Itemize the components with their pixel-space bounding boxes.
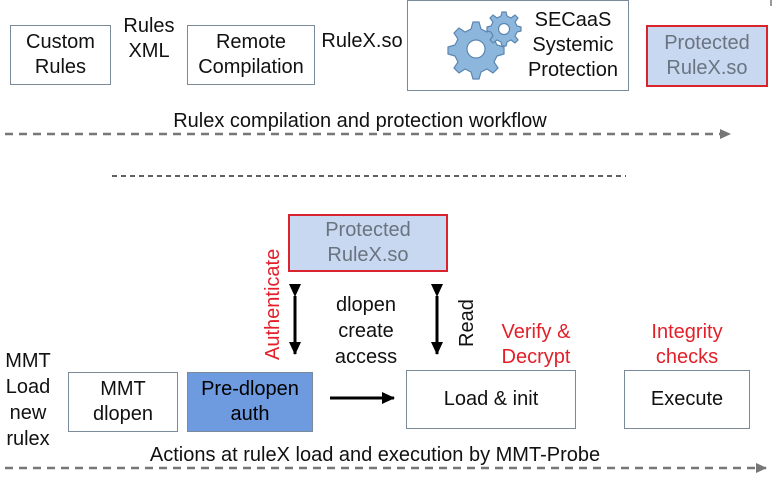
rules-xml-label: Rules XML [123, 15, 175, 62]
protected-rulex-top-label: Protected RuleX.so [664, 32, 750, 79]
mmt-dlopen-label: MMT dlopen [92, 378, 154, 425]
verify-decrypt-label: Verify & Decrypt [501, 321, 571, 368]
read-label: Read [456, 299, 478, 347]
authenticate-label: Authenticate [262, 248, 284, 360]
dlopen-create-access-label: dlopen create access [334, 294, 398, 368]
pre-dlopen-auth-box: Pre-dlopen auth [187, 372, 313, 432]
protected-rulex-top-box: Protected RuleX.so [646, 25, 768, 87]
custom-rules-label: Custom Rules [26, 31, 95, 78]
pre-dlopen-auth-label: Pre-dlopen auth [201, 378, 299, 425]
protected-rulex-bottom-box: Protected RuleX.so [288, 214, 448, 272]
actions-caption: Actions at ruleX load and execution by M… [149, 444, 601, 466]
workflow-caption: Rulex compilation and protection workflo… [173, 110, 547, 132]
execute-box: Execute [624, 370, 750, 429]
execute-label: Execute [650, 388, 724, 410]
gears-icon [447, 11, 522, 80]
integrity-checks-label: Integrity checks [651, 321, 723, 368]
load-init-box: Load & init [406, 370, 576, 429]
remote-compilation-box: Remote Compilation [187, 25, 315, 85]
rulex-so-label: RuleX.so [321, 30, 403, 52]
secaas-label: SECaaS Systemic Protection [527, 9, 618, 81]
mmt-dlopen-box: MMT dlopen [68, 372, 178, 432]
protected-rulex-bottom-label: Protected RuleX.so [325, 219, 411, 266]
mmt-load-new-rulex-label: MMT Load new rulex [5, 350, 51, 450]
secaas-box: SECaaS Systemic Protection [407, 0, 629, 91]
custom-rules-box: Custom Rules [10, 25, 111, 85]
remote-compilation-label: Remote Compilation [198, 31, 304, 78]
load-init-label: Load & init [443, 388, 539, 410]
